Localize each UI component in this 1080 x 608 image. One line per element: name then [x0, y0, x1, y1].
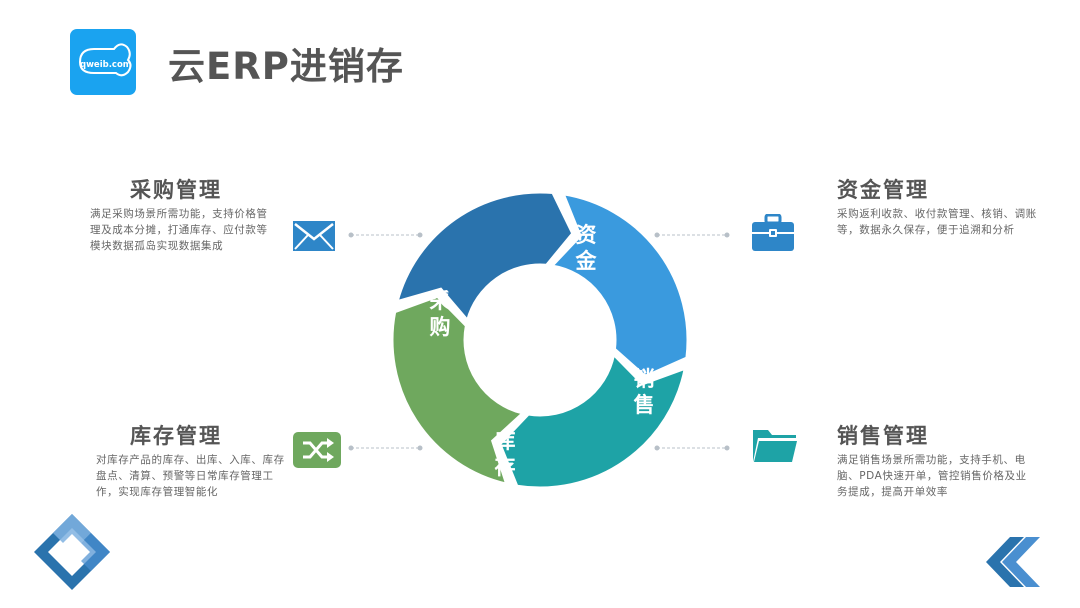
- sales-title: 销售管理: [837, 424, 929, 448]
- purchase-desc: 满足采购场景所需功能，支持价格管理及成本分摊，打通库存、应付款等模块数据孤岛实现…: [90, 208, 268, 252]
- shuffle-icon: [293, 432, 341, 472]
- cycle-label-purchase: 采购: [429, 289, 451, 339]
- cycle-label-funds: 资金: [575, 223, 597, 273]
- inventory-title: 库存管理: [130, 424, 222, 448]
- inventory-desc: 对库存产品的库存、出库、入库、库存盘点、清算、预警等日常库存管理工作，实现库存管…: [96, 454, 285, 498]
- cycle-segment-funds: [548, 191, 690, 379]
- funds-title: 资金管理: [837, 178, 929, 202]
- purchase-title: 采购管理: [130, 178, 222, 202]
- funds-desc: 采购返利收款、收付款管理、核销、调账等，数据永久保存，便于追溯和分析: [837, 208, 1037, 236]
- corner-diamond-decoration: [34, 514, 110, 590]
- cycle-segment-inventory: [390, 294, 527, 487]
- cycle-segment-purchase: [394, 190, 575, 324]
- corner-chevron-decoration: [986, 537, 1040, 587]
- brand-logo: qweib.com: [70, 29, 136, 95]
- sales-desc: 满足销售场景所需功能，支持手机、电脑、PDA快速开单，管控销售价格及业务提成，提…: [837, 454, 1027, 498]
- envelope-icon: [292, 220, 336, 256]
- cycle-label-inventory: 库存: [494, 429, 516, 479]
- cycle-segment-sales: [498, 351, 688, 490]
- cycle-label-sales: 销售: [633, 367, 655, 417]
- page-title: 云ERP进销存: [168, 45, 404, 88]
- briefcase-icon: [751, 213, 795, 256]
- folder-icon: [752, 429, 798, 467]
- logo-text: qweib.com: [80, 60, 132, 70]
